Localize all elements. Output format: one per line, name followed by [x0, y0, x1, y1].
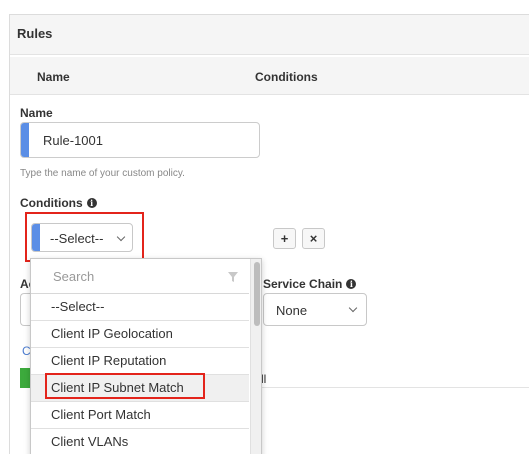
select-accent-bar [32, 224, 40, 251]
link-partial[interactable]: C [22, 344, 31, 358]
name-input[interactable] [29, 123, 259, 157]
table-header: Name Conditions [10, 57, 529, 95]
info-icon[interactable]: i [346, 279, 357, 289]
chevron-down-icon [348, 303, 358, 313]
panel-title: Rules [17, 26, 53, 41]
remove-condition-button[interactable]: × [302, 228, 325, 249]
dropdown-option[interactable]: --Select-- [31, 294, 249, 321]
filter-icon [228, 272, 238, 282]
column-header-name[interactable]: Name [37, 70, 70, 84]
scrollbar-thumb[interactable] [254, 262, 260, 326]
dropdown-option[interactable]: Client VLANs [31, 429, 249, 454]
hovered-option-highlight [45, 373, 205, 399]
row-text-partial: ll [261, 372, 267, 386]
conditions-label: Conditions [20, 196, 83, 210]
dropdown-search-input[interactable] [39, 265, 209, 287]
conditions-select[interactable]: --Select-- [31, 223, 133, 252]
service-chain-value: None [276, 303, 308, 318]
dropdown-option[interactable]: Client Port Match [31, 402, 249, 429]
dropdown-option[interactable]: Client IP Reputation [31, 348, 249, 375]
column-header-conditions[interactable]: Conditions [255, 70, 318, 84]
service-chain-select[interactable]: None [263, 293, 367, 326]
panel-header: Rules [10, 15, 529, 55]
table-row [20, 368, 529, 388]
name-field[interactable] [20, 122, 260, 158]
add-condition-button[interactable]: + [273, 228, 296, 249]
dropdown-option[interactable]: Client IP Geolocation [31, 321, 249, 348]
name-help-text: Type the name of your custom policy. [20, 168, 185, 179]
chevron-down-icon [116, 232, 126, 242]
conditions-select-highlight: --Select-- [25, 212, 144, 262]
field-accent-bar [21, 123, 29, 157]
service-chain-label: Service Chain [263, 277, 343, 291]
conditions-select-value: --Select-- [50, 231, 104, 246]
name-label: Name [20, 106, 53, 120]
dropdown-search [31, 259, 249, 294]
status-bar [20, 368, 32, 388]
info-icon[interactable]: i [86, 198, 97, 208]
dropdown-scrollbar[interactable] [250, 259, 261, 454]
conditions-dropdown: --Select-- Client IP Geolocation Client … [30, 258, 262, 454]
